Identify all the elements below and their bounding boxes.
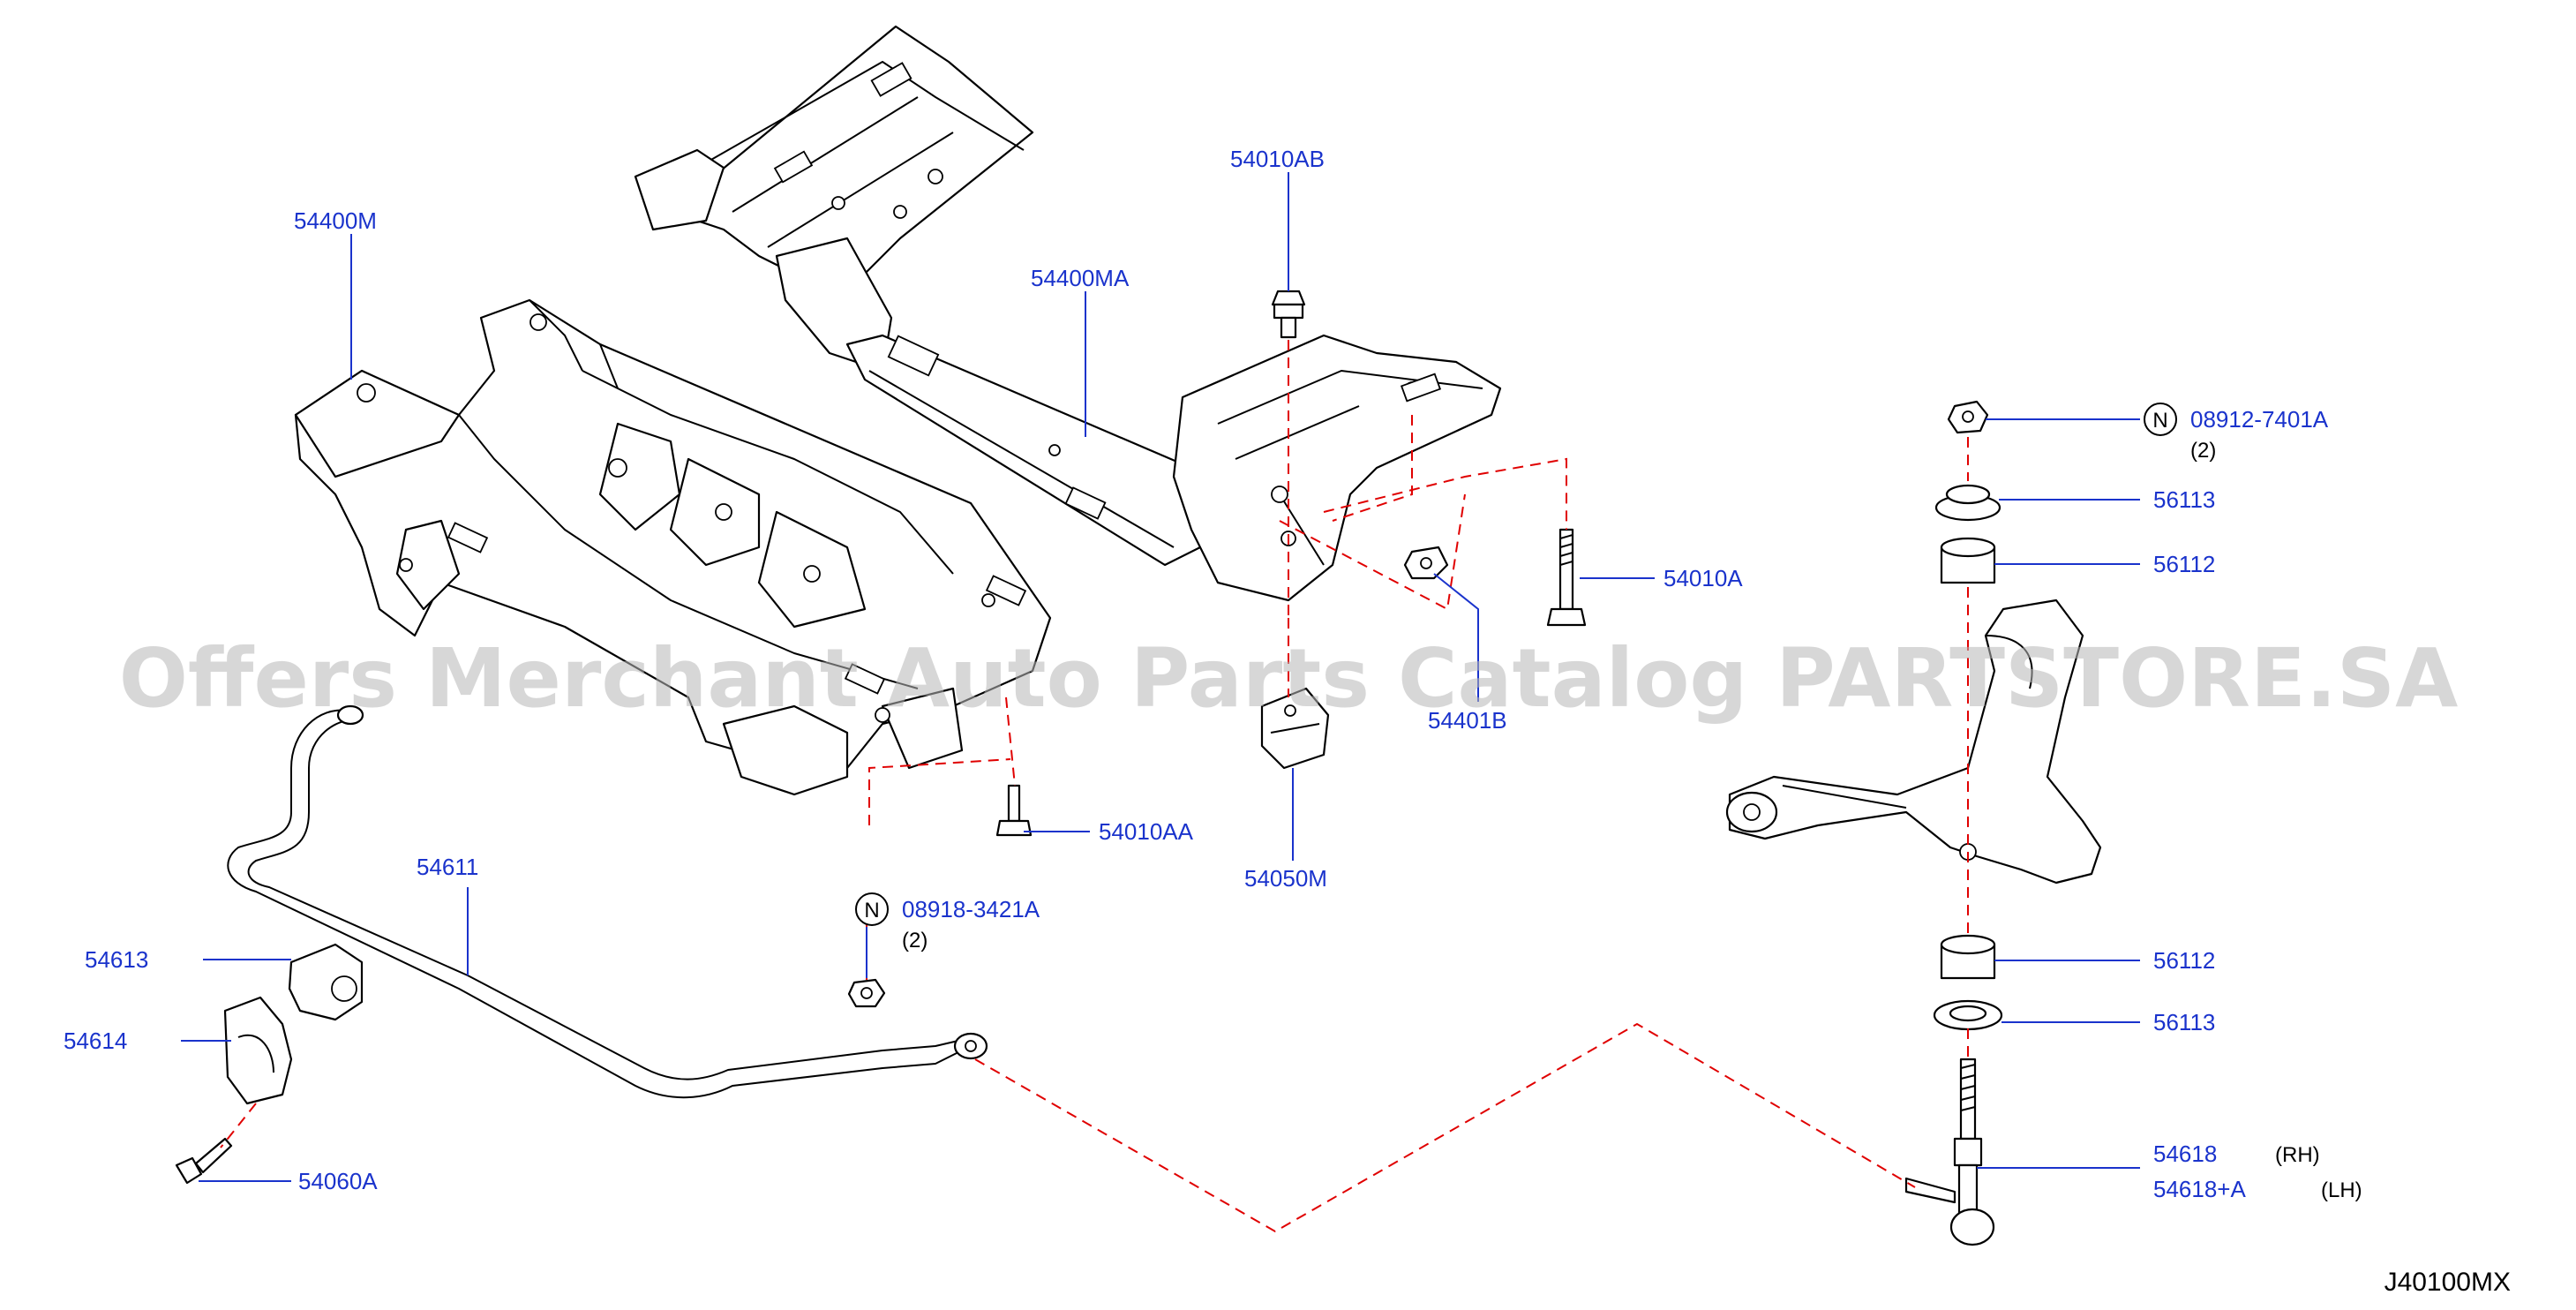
- label-56112-top[interactable]: 56112: [2153, 551, 2215, 577]
- watermark: Offers Merchant Auto Parts Catalog PARTS…: [119, 631, 2459, 726]
- label-54060A[interactable]: 54060A: [298, 1168, 378, 1194]
- label-54618-side: (RH): [2275, 1143, 2320, 1167]
- crossmember-rear-drawing: [634, 25, 1502, 602]
- washer-56113-bot-drawing: [1933, 999, 2003, 1031]
- label-08912-qty: (2): [2190, 439, 2216, 463]
- n-symbol-letter: N: [2152, 409, 2167, 433]
- clamp-54614-drawing: [223, 996, 293, 1105]
- n-symbol-icon: [2144, 403, 2177, 436]
- label-08918-3421A-group[interactable]: N 08918-3421A (2): [855, 892, 1040, 952]
- bushing-56112-bot-drawing: [1940, 934, 1996, 980]
- n-symbol-icon: [855, 892, 889, 926]
- label-08918-3421A[interactable]: 08918-3421A: [902, 896, 1040, 922]
- nut-08918-drawing: [847, 978, 886, 1008]
- control-arm-drawing: [1725, 599, 2102, 885]
- label-54401B[interactable]: 54401B: [1428, 707, 1507, 734]
- label-54618[interactable]: 54618: [2153, 1141, 2217, 1167]
- label-54010AA[interactable]: 54010AA: [1099, 818, 1194, 845]
- label-54611[interactable]: 54611: [417, 854, 478, 880]
- bolt-54010AB-drawing: [1271, 290, 1306, 339]
- label-08918-qty: (2): [902, 929, 928, 952]
- bushing-56112-top-drawing: [1940, 537, 1996, 584]
- leader-lines: [181, 172, 2140, 1182]
- label-08912-7401A[interactable]: 08912-7401A: [2190, 406, 2329, 433]
- stabilizer-bar-drawing: [227, 704, 988, 1099]
- diagram-code: J40100MX: [2384, 1268, 2511, 1297]
- label-54400MA[interactable]: 54400MA: [1031, 265, 1130, 291]
- label-54010A[interactable]: 54010A: [1664, 565, 1743, 591]
- bolt-54060A-drawing: [175, 1137, 233, 1185]
- label-56112-bot[interactable]: 56112: [2153, 947, 2215, 974]
- bolt-54010A-drawing: [1546, 528, 1587, 627]
- label-54613[interactable]: 54613: [85, 946, 148, 973]
- label-54010AB[interactable]: 54010AB: [1230, 146, 1325, 172]
- label-54618A[interactable]: 54618+A: [2153, 1176, 2246, 1202]
- label-54050M[interactable]: 54050M: [1244, 865, 1327, 892]
- label-56113-top[interactable]: 56113: [2153, 486, 2215, 513]
- label-08912-7401A-group[interactable]: N 08912-7401A (2): [2144, 403, 2329, 463]
- nut-54401B-drawing: [1403, 546, 1449, 580]
- n-symbol-letter: N: [864, 899, 879, 922]
- label-54618A-side: (LH): [2321, 1178, 2362, 1202]
- nut-08912-drawing: [1947, 400, 1989, 434]
- mount-54050M-drawing: [1260, 687, 1330, 770]
- link-54618-drawing: [1904, 1058, 1995, 1246]
- bushing-54613-drawing: [288, 943, 364, 1021]
- crossmember-front-drawing: [294, 298, 1052, 796]
- washer-56113-top-drawing: [1934, 484, 2001, 522]
- label-54614[interactable]: 54614: [64, 1028, 127, 1054]
- bolt-54010AA-drawing: [995, 784, 1033, 837]
- label-54400M[interactable]: 54400M: [294, 207, 377, 234]
- label-56113-bot[interactable]: 56113: [2153, 1009, 2215, 1035]
